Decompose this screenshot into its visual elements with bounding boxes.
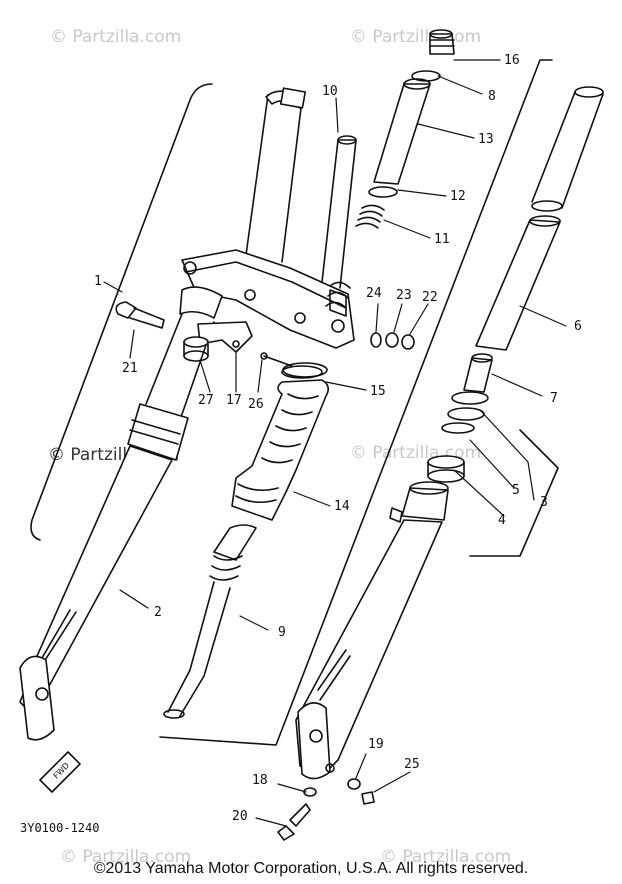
washer-12 [368, 186, 398, 198]
label-part-23: 23 [396, 288, 412, 303]
label-part-25: 25 [404, 757, 420, 772]
bolt-set-22-23-24 [370, 332, 415, 350]
watermark-top-left: © Partzilla.com [50, 27, 181, 47]
label-part-8: 8 [488, 89, 496, 104]
label-part-5: 5 [512, 483, 520, 498]
label-part-22: 22 [422, 290, 438, 305]
label-part-13: 13 [478, 132, 494, 147]
label-part-27: 27 [198, 393, 214, 408]
watermark-bottom-right: © Partzilla.com [380, 847, 511, 867]
label-part-16: 16 [504, 53, 520, 68]
label-part-12: 12 [450, 189, 466, 204]
right-outer-slider [295, 481, 449, 780]
spring-11 [355, 204, 385, 229]
drawing-code: 3Y0100-1240 [20, 821, 99, 835]
oil-seal-15 [282, 362, 328, 378]
label-part-2: 2 [154, 605, 162, 620]
bracket-part-6 [159, 59, 553, 746]
label-part-9: 9 [278, 625, 286, 640]
washer-19 [347, 778, 361, 790]
label-part-19: 19 [368, 737, 384, 752]
copyright-notice: ©2013 Yamaha Motor Corporation, U.S.A. A… [93, 860, 529, 877]
fork-cap-16 [429, 29, 455, 55]
label-part-11: 11 [434, 232, 450, 247]
label-part-24: 24 [366, 286, 382, 301]
label-part-15: 15 [370, 384, 386, 399]
bolt-21 [115, 301, 165, 329]
screw-26 [260, 352, 293, 367]
leader-lines [103, 59, 567, 827]
label-part-1: 1 [94, 274, 102, 289]
label-part-3: 3 [540, 495, 548, 510]
part-labels: 1 2 3 4 5 6 7 8 9 10 11 12 13 14 15 16 1… [94, 53, 582, 824]
bolt-20 [277, 803, 311, 841]
steering-stem [321, 135, 357, 309]
watermark-top-right: © Partzilla.com [350, 27, 481, 47]
left-inner-tube [245, 87, 307, 263]
bolt-25 [361, 791, 375, 805]
label-part-4: 4 [498, 513, 506, 528]
label-part-10: 10 [322, 84, 338, 99]
collar-27 [183, 336, 209, 362]
bracket-part-3 [469, 429, 559, 557]
label-part-21: 21 [122, 361, 138, 376]
label-part-14: 14 [334, 499, 350, 514]
label-part-26: 26 [248, 397, 264, 412]
right-inner-tube [475, 86, 604, 351]
watermark-bottom-left: © Partzilla.com [60, 847, 191, 867]
label-part-18: 18 [252, 773, 268, 788]
label-part-6: 6 [574, 319, 582, 334]
clamp-plate-17 [197, 321, 253, 353]
left-outer-slider [19, 286, 223, 741]
label-part-20: 20 [232, 809, 248, 824]
damper-rod-9 [163, 524, 257, 719]
bracket-part-1 [30, 83, 213, 541]
spacer-13 [373, 78, 431, 185]
label-part-7: 7 [550, 391, 558, 406]
fwd-direction-tag: FWD [39, 751, 81, 793]
collar-7 [463, 353, 493, 393]
dust-boot-14 [231, 365, 330, 521]
seal-stack-3-4-5 [427, 391, 489, 483]
label-part-17: 17 [226, 393, 242, 408]
